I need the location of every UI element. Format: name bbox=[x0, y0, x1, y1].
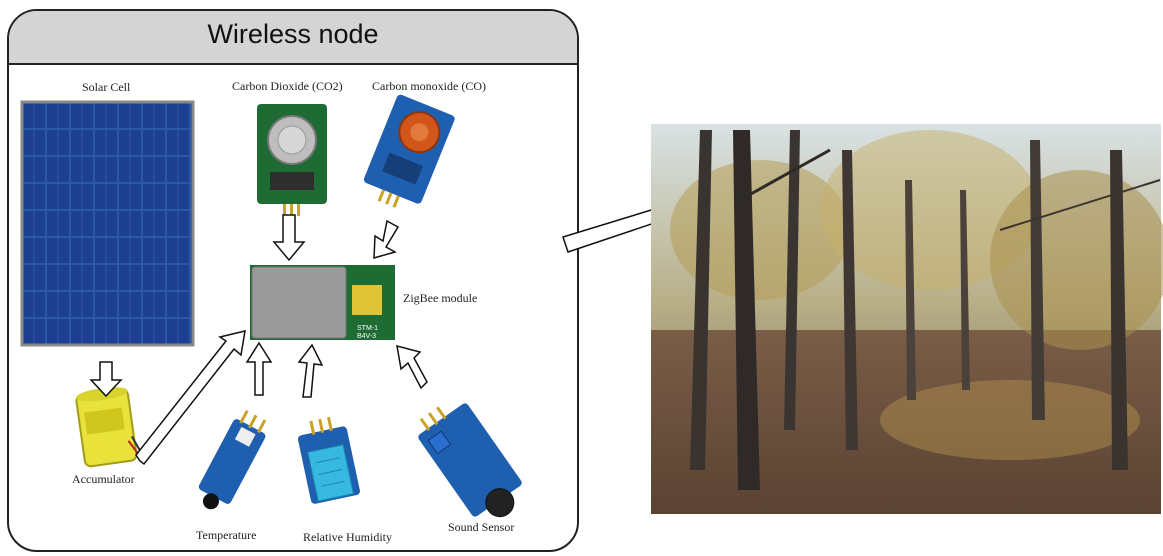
label-co2-sensor: Carbon Dioxide (CO2) bbox=[232, 79, 343, 93]
forest-photo bbox=[651, 124, 1163, 514]
battery-icon bbox=[75, 387, 144, 468]
arrow-co-to-module bbox=[373, 219, 400, 260]
sound-sensor-icon bbox=[418, 403, 522, 518]
node-header: Wireless node bbox=[9, 11, 577, 65]
node-title: Wireless node bbox=[207, 19, 379, 49]
label-co-sensor: Carbon monoxide (CO) bbox=[372, 79, 486, 93]
label-solar-cell: Solar Cell bbox=[82, 80, 131, 94]
label-relative-humidity: Relative Humidity bbox=[303, 530, 392, 544]
co2-sensor-icon bbox=[257, 104, 327, 216]
label-accumulator: Accumulator bbox=[72, 472, 135, 486]
arrow-battery-to-module bbox=[135, 330, 246, 466]
label-temperature: Temperature bbox=[196, 528, 257, 542]
arrow-humidity-to-module bbox=[297, 343, 324, 398]
humidity-sensor-icon bbox=[297, 416, 360, 504]
co-sensor-icon bbox=[363, 94, 455, 208]
module-text-1: STM-1 bbox=[357, 325, 378, 332]
module-text-2: B4V-3 bbox=[357, 333, 376, 340]
zigbee-module-icon: STM-1 B4V-3 bbox=[250, 265, 395, 340]
temperature-sensor-icon bbox=[198, 409, 267, 510]
arrow-sound-to-module bbox=[396, 344, 428, 390]
label-zigbee-module: ZigBee module bbox=[403, 291, 478, 305]
arrow-solar-to-battery bbox=[89, 361, 123, 398]
arrow-temperature-to-module bbox=[245, 341, 273, 396]
solar-panel-icon bbox=[20, 100, 195, 347]
arrow-co2-to-module bbox=[272, 214, 306, 262]
label-sound-sensor: Sound Sensor bbox=[448, 520, 515, 534]
